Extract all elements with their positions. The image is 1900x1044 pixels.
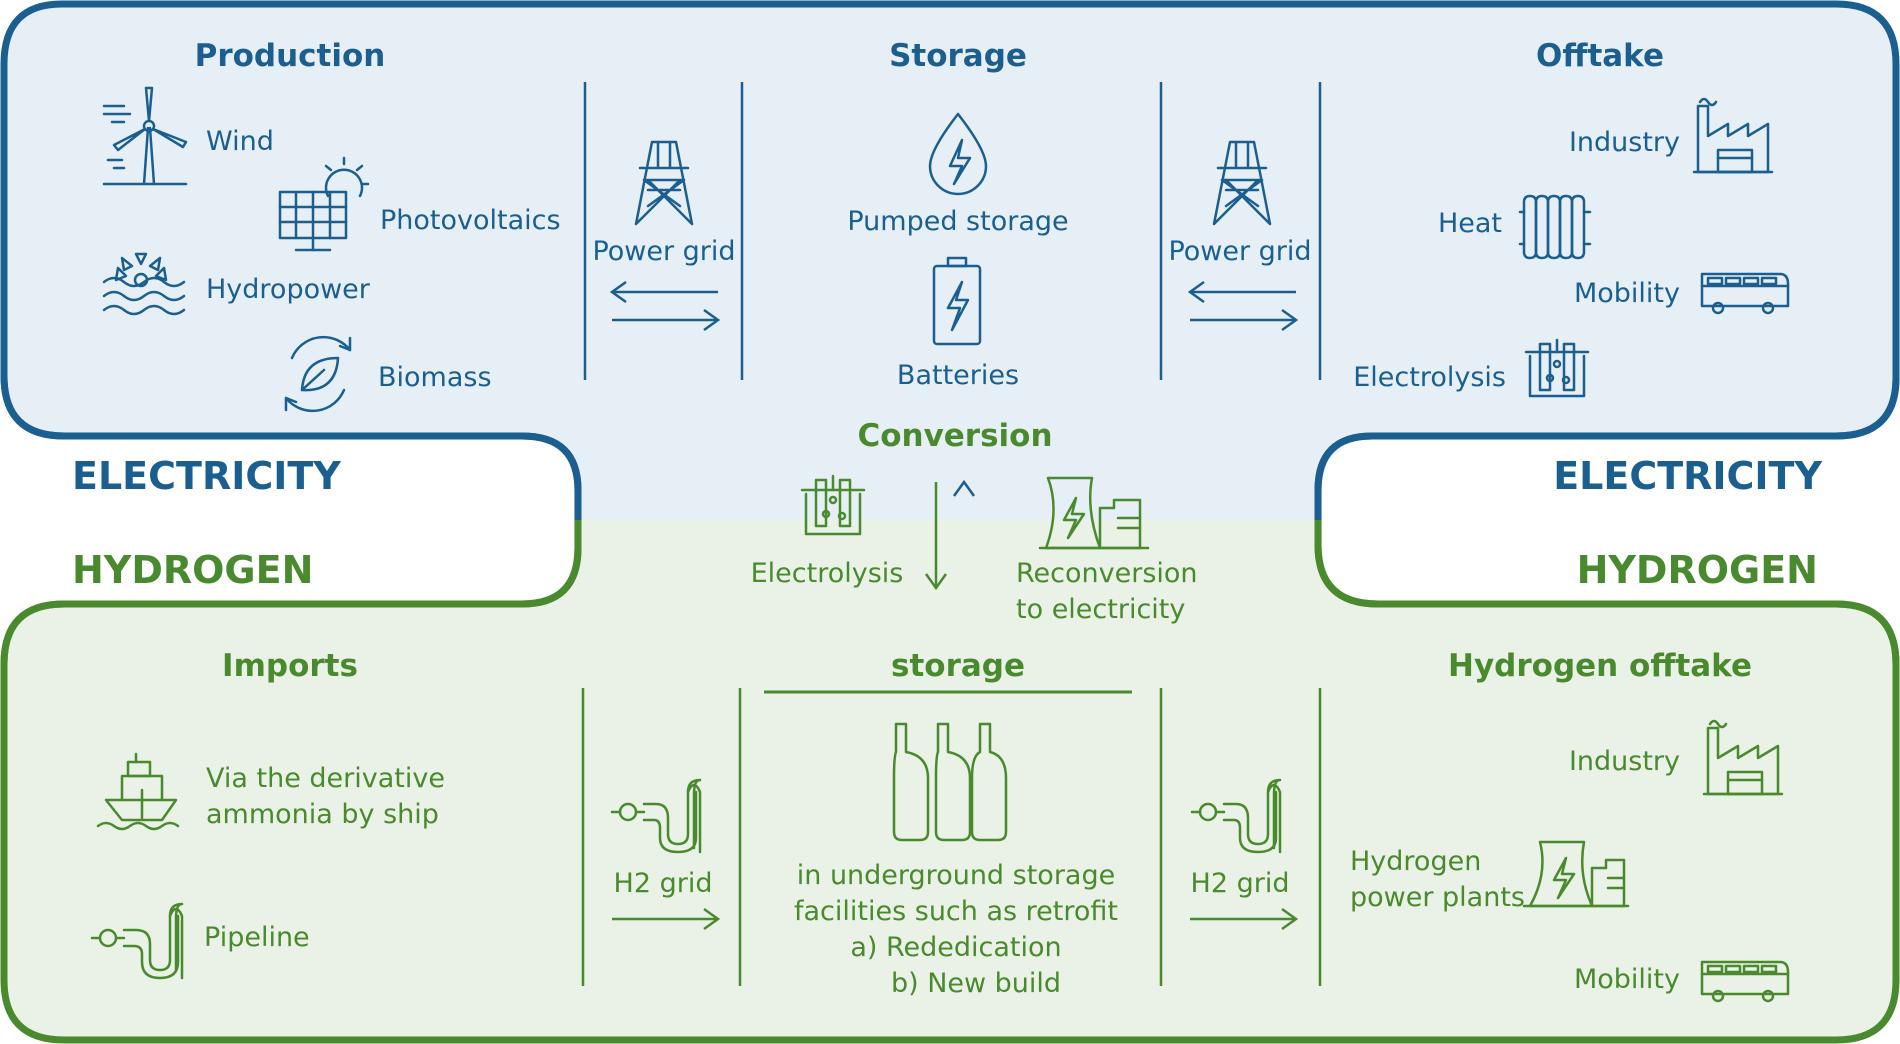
imports-title: Imports	[222, 648, 358, 684]
power-grid-label-right: Power grid	[1168, 236, 1312, 267]
factory-icon	[1692, 97, 1774, 174]
imports-pipeline: Pipeline	[204, 922, 310, 953]
production-item-photovoltaics: Photovoltaics	[380, 205, 561, 236]
offtake-title: Offtake	[1535, 38, 1664, 74]
conversion-reconversion-line2: to electricity	[1016, 594, 1186, 625]
h2-offtake-plants-line2: power plants	[1350, 882, 1525, 913]
h2-storage-line4: b) New build	[890, 968, 1062, 999]
offtake-item-heat: Heat	[1437, 208, 1502, 239]
power-grid-arrows-left	[609, 280, 721, 332]
hydropower-icon	[102, 252, 186, 316]
power-grid-label-left: Power grid	[592, 236, 736, 267]
h2-offtake-plants-line1: Hydrogen	[1350, 846, 1482, 877]
offtake-item-mobility: Mobility	[1573, 278, 1680, 309]
electricity-label-left: ELECTRICITY	[72, 454, 341, 498]
pipeline-valve-icon	[610, 778, 702, 854]
h2-grid-label-right: H2 grid	[1190, 868, 1290, 899]
imports-ship-line2: ammonia by ship	[206, 799, 439, 830]
h2-grid-arrow-right	[1190, 907, 1299, 931]
power-pylon-icon	[1212, 140, 1272, 226]
production-item-wind: Wind	[206, 126, 274, 157]
power-grid-arrows-right	[1187, 280, 1299, 332]
conversion-electrolysis: Electrolysis	[750, 558, 904, 589]
battery-icon	[932, 256, 982, 346]
h2-storage-line1: in underground storage	[796, 860, 1116, 891]
power-pylon-icon	[634, 140, 694, 226]
solar-panel-icon	[278, 156, 370, 252]
radiator-icon	[1518, 194, 1592, 260]
hydrogen-label-left: HYDROGEN	[72, 548, 314, 592]
electrolysis-icon	[1524, 338, 1590, 398]
power-plant-icon	[1522, 840, 1630, 908]
h2-storage-line3: a) Rededication	[850, 932, 1062, 963]
storage-item-pumped: Pumped storage	[847, 206, 1069, 237]
h2-storage-line2: facilities such as retrofit	[794, 896, 1118, 927]
offtake-item-industry: Industry	[1568, 127, 1680, 158]
pipeline-valve-icon	[1190, 778, 1282, 854]
hydrogen-label-right: HYDROGEN	[1576, 548, 1818, 592]
conversion-arrows	[924, 479, 976, 591]
hydrogen-dividers	[581, 688, 1322, 986]
h2-storage-title: storage	[891, 648, 1025, 684]
bus-icon	[1700, 272, 1790, 315]
electricity-dividers	[583, 82, 1322, 380]
production-item-hydropower: Hydropower	[206, 274, 370, 305]
conversion-title: Conversion	[857, 418, 1053, 454]
ship-icon	[96, 752, 180, 831]
water-drop-bolt-icon	[928, 112, 988, 196]
h2-grid-arrow-left	[612, 907, 721, 931]
h2-offtake-mobility: Mobility	[1573, 964, 1680, 995]
biomass-icon	[284, 335, 352, 413]
power-plant-icon	[1038, 476, 1150, 550]
storage-title: Storage	[889, 38, 1027, 74]
storage-item-batteries: Batteries	[896, 360, 1020, 391]
h2-grid-label-left: H2 grid	[613, 868, 713, 899]
hydrogen-offtake-title: Hydrogen offtake	[1448, 648, 1752, 684]
production-title: Production	[194, 38, 386, 74]
hydrogen-fill	[4, 520, 1896, 1040]
conversion-reconversion-line1: Reconversion	[1016, 558, 1198, 589]
electricity-fill	[4, 4, 1896, 520]
electricity-label-right: ELECTRICITY	[1553, 454, 1822, 498]
gas-tanks-icon	[892, 722, 1008, 842]
pipeline-icon	[90, 902, 184, 980]
imports-ship-line1: Via the derivative	[206, 763, 445, 794]
electrolysis-icon	[800, 474, 866, 536]
offtake-item-electrolysis: Electrolysis	[1353, 362, 1506, 393]
production-item-biomass: Biomass	[378, 362, 492, 393]
h2-offtake-industry: Industry	[1568, 746, 1680, 777]
factory-icon	[1702, 719, 1784, 796]
wind-turbine-icon	[102, 86, 188, 186]
bus-icon	[1700, 960, 1790, 1003]
